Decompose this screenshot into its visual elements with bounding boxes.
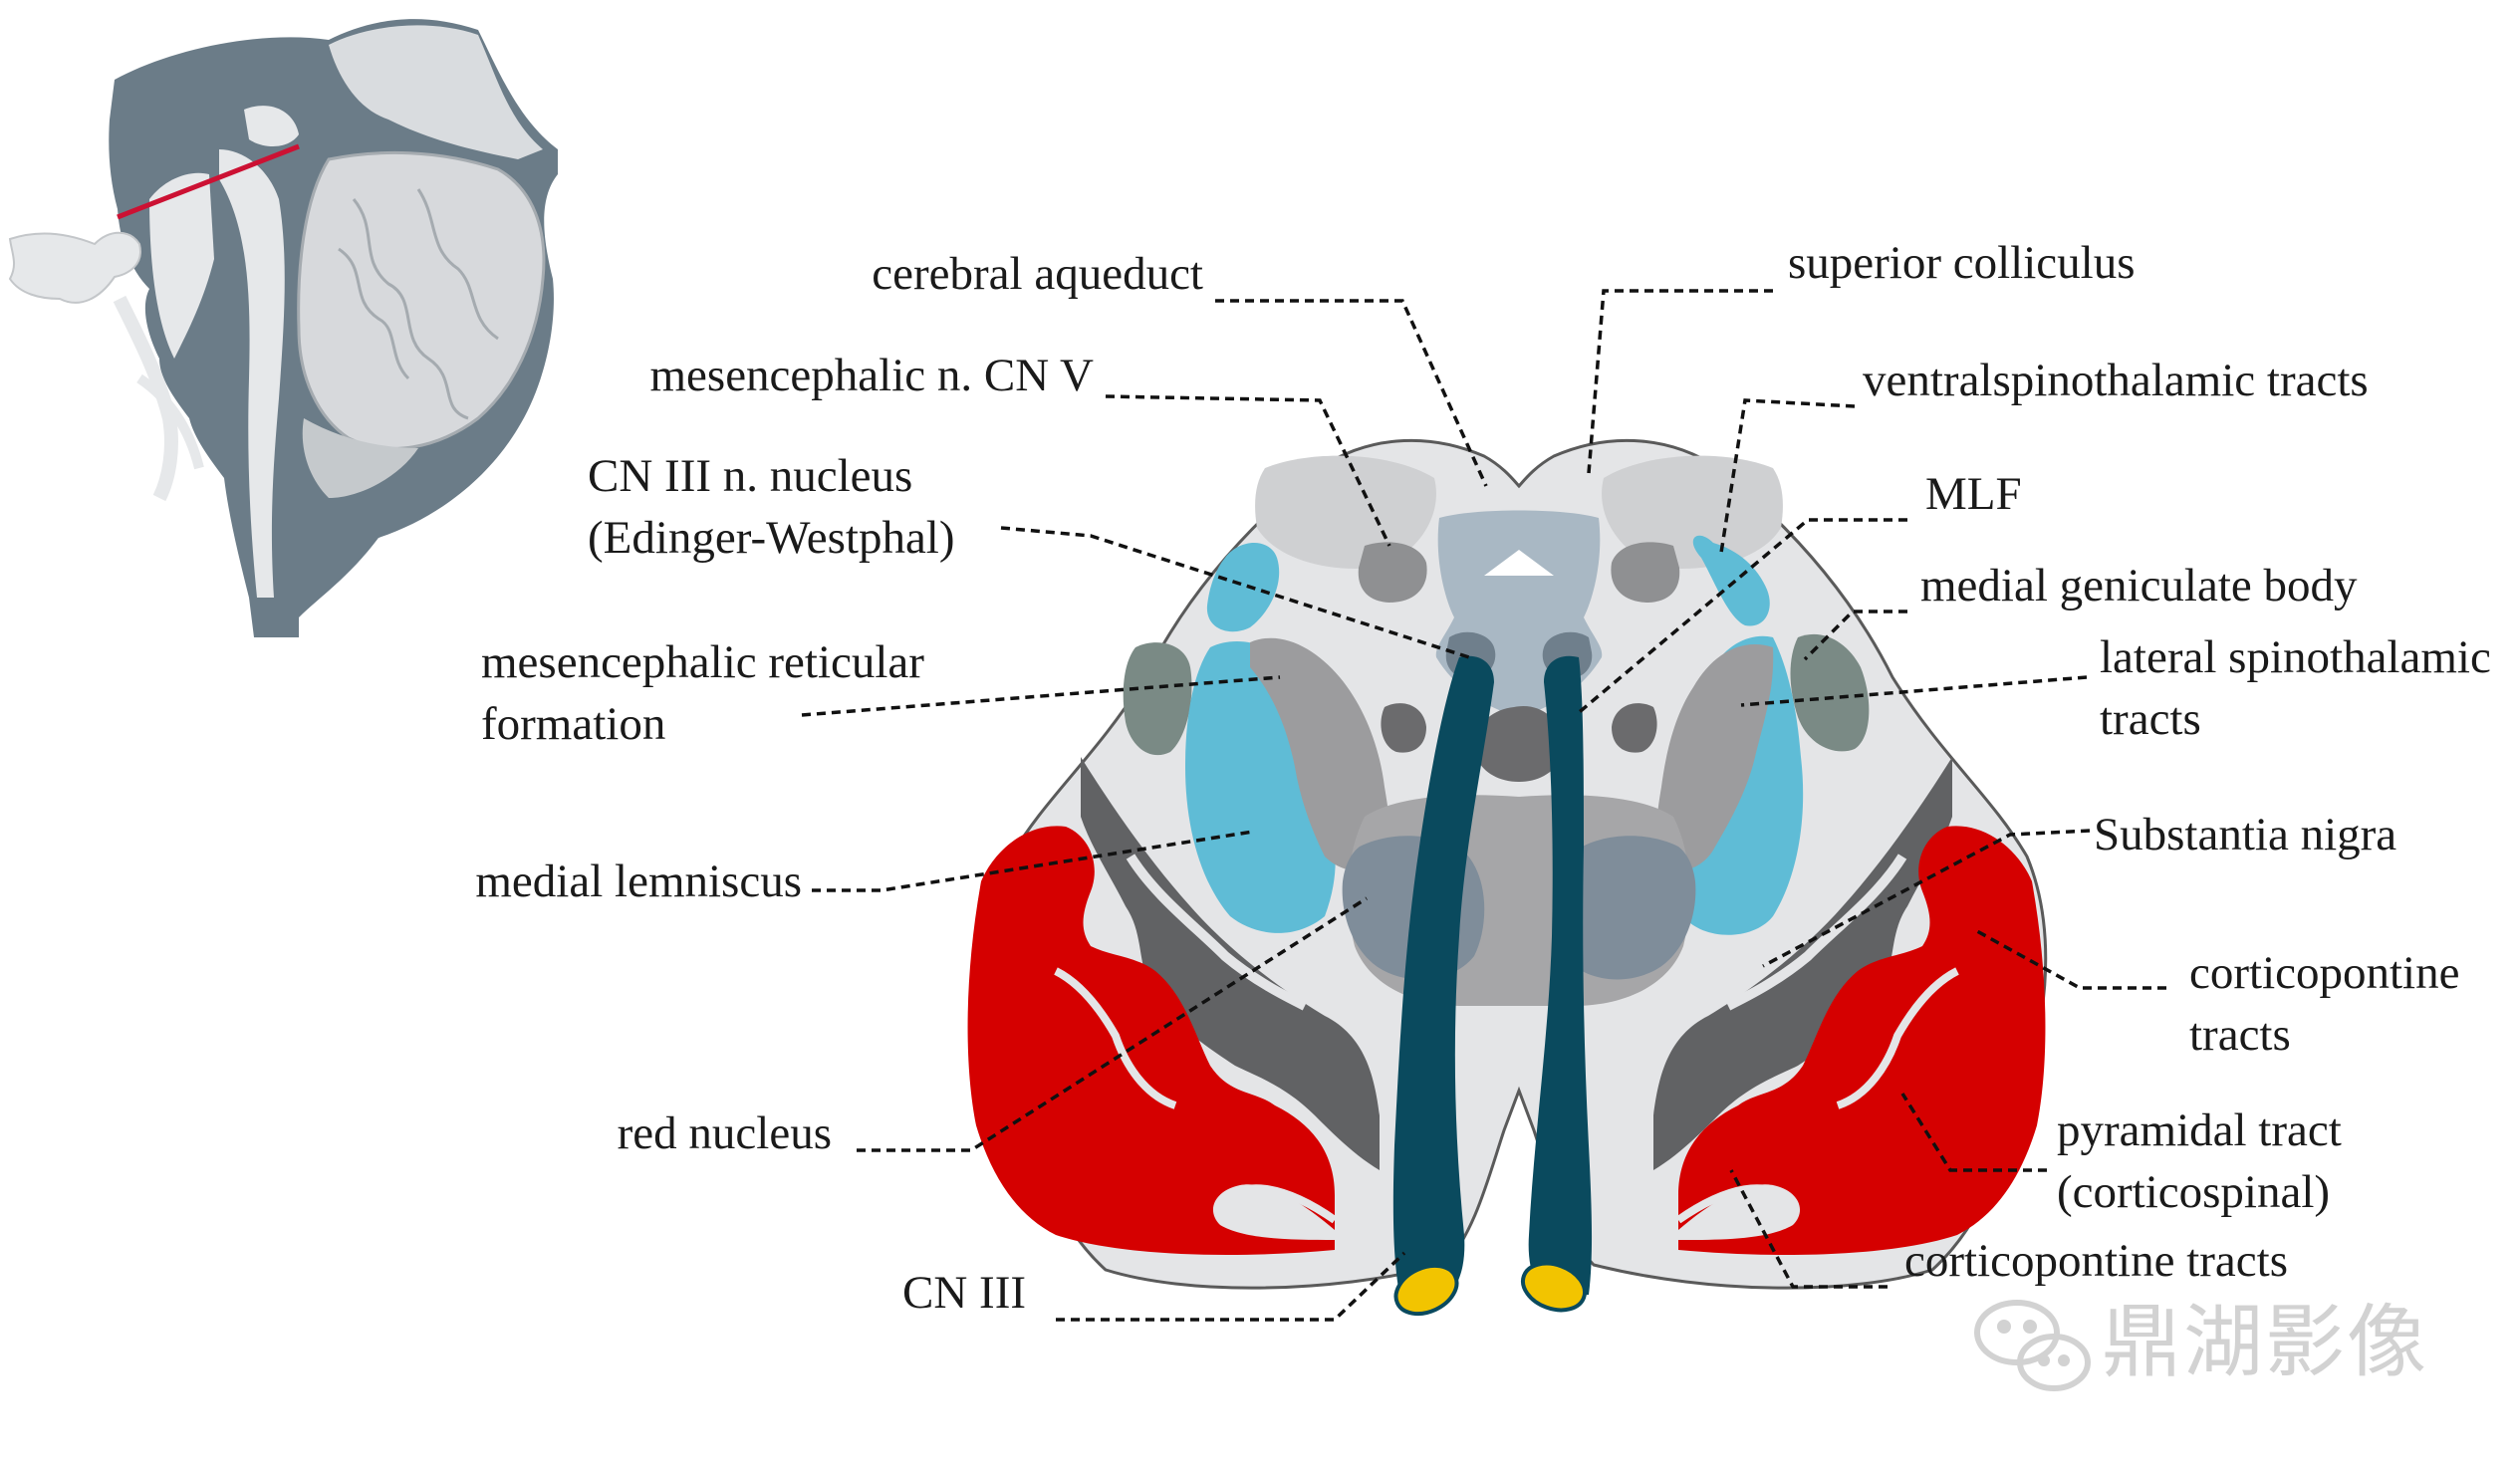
leader-pyramidal [1900, 1093, 2047, 1172]
watermark: 鼎湖影像 [1974, 1296, 2428, 1391]
sagittal-inset [8, 19, 559, 637]
cn-iii-right [1528, 655, 1593, 1295]
leader-ventral-spinothalamic [1719, 398, 1856, 554]
label-red-nucleus: red nucleus [618, 1107, 832, 1159]
leader-cerebral-aqueduct [1215, 299, 1488, 487]
leader-lateral-spinothalamic [1740, 675, 2088, 707]
label-cn-iii: CN III [902, 1267, 1026, 1319]
label-lateral-spinothalamic-1: lateral spinothalamic [2100, 631, 2491, 683]
cn-iii-tip-right [1521, 1261, 1587, 1313]
label-corticopontine-bottom: corticopontine tracts [1904, 1235, 2288, 1287]
leader-red-nucleus [857, 896, 1368, 1152]
label-medial-lemniscus: medial lemniscus [475, 856, 802, 907]
watermark-text: 鼎湖影像 [2102, 1296, 2428, 1388]
section-line [117, 143, 300, 220]
medial-lemniscus-left [1185, 641, 1336, 933]
ventral-spinothalamic-left [1206, 543, 1280, 632]
wechat-icon [1974, 1300, 2091, 1391]
leader-substantia-nigra [1762, 829, 2091, 968]
leader-reticular [801, 675, 1281, 717]
medial-geniculate-right [1790, 633, 1870, 752]
mesencephalic-nucleus-right [1611, 542, 1680, 603]
corticopontine-right [1678, 826, 2046, 1255]
label-lateral-spinothalamic-2: tracts [2100, 693, 2201, 745]
label-mlf: MLF [1925, 468, 2022, 520]
leader-corticopontine-right [1976, 929, 2166, 990]
leader-superior-colliculus [1587, 289, 1773, 474]
corticopontine-left [967, 826, 1335, 1255]
leader-medial-geniculate [1803, 610, 1907, 661]
label-pyramidal-1: pyramidal tract [2057, 1104, 2342, 1156]
label-mesencephalic-n: mesencephalic n. CN V [649, 350, 1094, 401]
leader-corticopontine-bottom [1729, 1169, 1888, 1289]
label-pyramidal-2: (corticospinal) [2057, 1166, 2330, 1218]
ventral-spinothalamic-right [1692, 535, 1770, 626]
leader-mesencephalic-n [1105, 394, 1391, 547]
leader-cn-iii-nucleus [1000, 526, 1470, 659]
label-cn-iii-nucleus-2: (Edinger-Westphal) [588, 512, 955, 564]
label-reticular-1: mesencephalic reticular [481, 636, 924, 688]
label-cn-iii-nucleus-1: CN III n. nucleus [588, 450, 912, 502]
reticular-formation-right [1656, 643, 1774, 870]
leader-medial-lemniscus [812, 830, 1254, 892]
label-cerebral-aqueduct: cerebral aqueduct [872, 248, 1203, 300]
mesencephalic-nucleus-left [1358, 542, 1427, 603]
leader-lines [801, 289, 2166, 1322]
label-reticular-2: formation [481, 698, 665, 750]
label-substantia-nigra: Substantia nigra [2094, 809, 2396, 860]
leader-cn-iii [1056, 1251, 1406, 1322]
red-nucleus-right [1553, 836, 1696, 980]
label-corticopontine-right-1: corticopontine [2189, 947, 2459, 999]
midbrain-section [967, 438, 2048, 1317]
medial-geniculate-left [1123, 642, 1192, 756]
cerebral-aqueduct [1484, 550, 1554, 576]
cn-iii-left [1392, 655, 1494, 1295]
reticular-formation-left [1250, 637, 1390, 872]
label-ventral-spinothalamic: ventralspinothalamic tracts [1863, 355, 2369, 406]
label-corticopontine-right-2: tracts [2189, 1009, 2291, 1061]
leader-mlf [1574, 518, 1907, 717]
labels: cerebral aqueduct superior colliculus me… [475, 237, 2490, 1319]
label-medial-geniculate: medial geniculate body [1920, 560, 2358, 612]
cn-iii-tip-left [1393, 1263, 1459, 1317]
label-superior-colliculus: superior colliculus [1788, 237, 2136, 289]
